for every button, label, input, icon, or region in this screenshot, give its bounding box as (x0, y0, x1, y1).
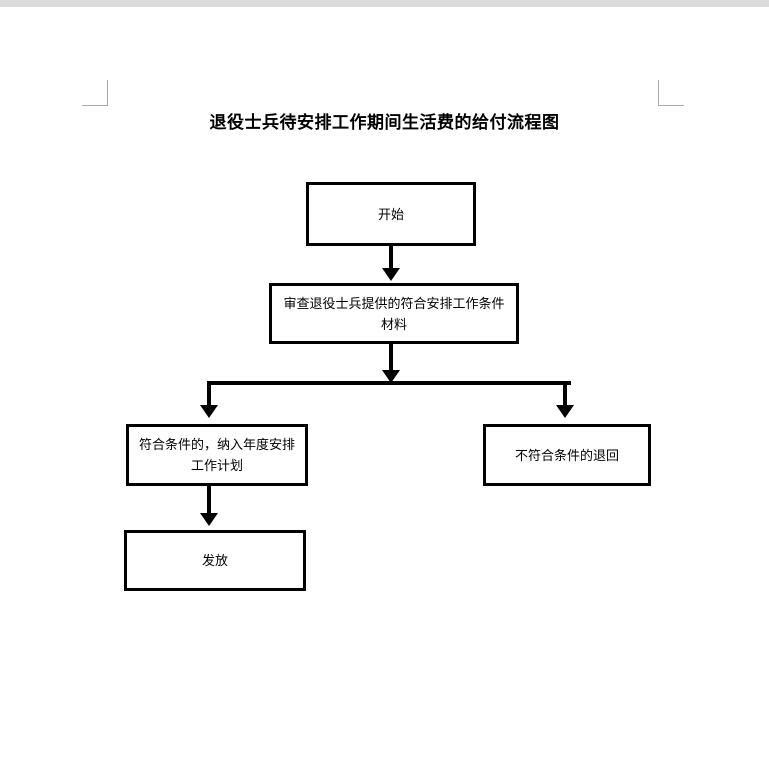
page-margin-mark-top-left (82, 80, 108, 106)
flow-node-issue: 发放 (124, 530, 306, 591)
page-title: 退役士兵待安排工作期间生活费的给付流程图 (209, 113, 560, 132)
flow-node-review: 审查退役士兵提供的符合安排工作条件材料 (269, 283, 519, 344)
connector-review-to-split-line (389, 344, 393, 372)
flow-node-review-label: 审查退役士兵提供的符合安排工作条件材料 (283, 295, 505, 332)
flow-node-qualified-label: 符合条件的，纳入年度安排工作计划 (138, 437, 295, 473)
flow-node-issue-label: 发放 (201, 553, 228, 568)
connector-start-to-review-arrowhead (382, 268, 400, 281)
flow-node-start: 开始 (306, 182, 476, 246)
connector-qualified-to-issue-line (207, 486, 211, 515)
connector-split-to-unqualified-arrowhead (556, 405, 574, 418)
flow-node-unqualified: 不符合条件的退回 (483, 424, 651, 486)
connector-review-to-split-arrowhead (382, 370, 400, 383)
connector-split-to-unqualified-line (563, 381, 567, 407)
connector-split-horizontal-bar (207, 381, 571, 385)
flow-node-unqualified-label: 不符合条件的退回 (514, 447, 619, 463)
page-margin-mark-top-right (658, 80, 684, 106)
connector-split-to-qualified-arrowhead (200, 405, 218, 418)
connector-start-to-review-line (389, 246, 393, 270)
flow-node-qualified: 符合条件的，纳入年度安排工作计划 (126, 424, 308, 486)
document-top-band (0, 0, 769, 7)
connector-split-to-qualified-line (207, 381, 211, 407)
flow-node-start-label: 开始 (377, 206, 404, 222)
connector-qualified-to-issue-arrowhead (200, 513, 218, 526)
